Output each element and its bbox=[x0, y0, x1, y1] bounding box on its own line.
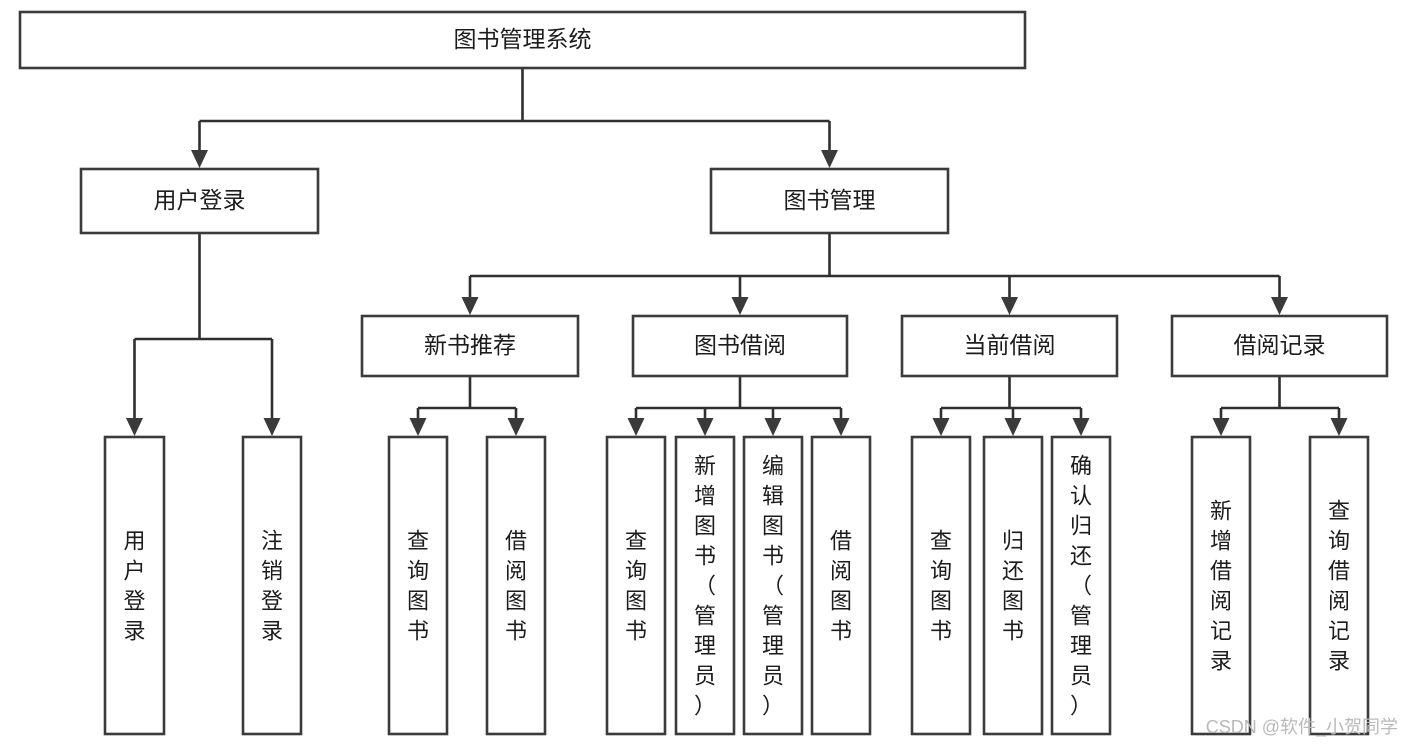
edge-group bbox=[932, 376, 1090, 436]
edge-group bbox=[627, 376, 850, 436]
node-leaf-logout[interactable]: 注销登录 bbox=[241, 435, 303, 736]
node-label: 注销登录 bbox=[261, 529, 283, 644]
node-root[interactable]: 图书管理系统 bbox=[18, 10, 1027, 70]
node-book-manage[interactable]: 图书管理 bbox=[709, 167, 950, 235]
node-leaf-query-book-2[interactable]: 查询图书 bbox=[605, 435, 667, 736]
node-leaf-query-book-3[interactable]: 查询图书 bbox=[910, 435, 972, 736]
node-label: 确认归还（管理员） bbox=[1070, 454, 1092, 719]
node-box bbox=[103, 435, 166, 736]
node-leaf-borrow-book-1[interactable]: 借阅图书 bbox=[485, 435, 547, 736]
node-label: 查询借阅记录 bbox=[1328, 499, 1350, 674]
node-label: 用户登录 bbox=[154, 187, 246, 213]
node-box bbox=[485, 435, 547, 736]
node-label: 查询图书 bbox=[930, 529, 952, 644]
node-label: 当前借阅 bbox=[964, 332, 1056, 358]
edge-group bbox=[461, 233, 1288, 315]
node-label: 用户登录 bbox=[123, 529, 145, 644]
node-box bbox=[674, 435, 736, 736]
node-user-login[interactable]: 用户登录 bbox=[79, 167, 320, 235]
node-current-borrow[interactable]: 当前借阅 bbox=[900, 314, 1119, 378]
node-box bbox=[742, 435, 804, 736]
edges-layer bbox=[126, 68, 1348, 436]
node-label: 查询图书 bbox=[625, 529, 647, 644]
node-box bbox=[79, 167, 320, 235]
node-box bbox=[18, 10, 1027, 70]
node-label: 新增图书（管理员） bbox=[694, 454, 716, 719]
watermark-label: CSDN @软件_小贺同学 bbox=[1206, 717, 1398, 738]
edge-group bbox=[1212, 376, 1348, 436]
node-box bbox=[910, 435, 972, 736]
node-label: 新书推荐 bbox=[424, 332, 516, 358]
node-box bbox=[982, 435, 1044, 736]
edge-group bbox=[191, 68, 838, 168]
node-label: 借阅图书 bbox=[830, 529, 852, 644]
node-label: 图书管理 bbox=[784, 187, 876, 213]
nodes-layer: 图书管理系统用户登录图书管理新书推荐图书借阅当前借阅借阅记录用户登录注销登录查询… bbox=[18, 10, 1389, 736]
node-box bbox=[241, 435, 303, 736]
node-leaf-confirm-return[interactable]: 确认归还（管理员） bbox=[1050, 435, 1112, 736]
node-leaf-borrow-book-2[interactable]: 借阅图书 bbox=[810, 435, 872, 736]
node-box bbox=[900, 314, 1119, 378]
node-box bbox=[810, 435, 872, 736]
node-leaf-add-book[interactable]: 新增图书（管理员） bbox=[674, 435, 736, 736]
node-leaf-add-record[interactable]: 新增借阅记录 bbox=[1190, 435, 1252, 736]
edge-group bbox=[126, 233, 281, 436]
node-box bbox=[1050, 435, 1112, 736]
node-leaf-query-record[interactable]: 查询借阅记录 bbox=[1308, 435, 1370, 736]
node-box bbox=[709, 167, 950, 235]
node-label: 查询图书 bbox=[407, 529, 429, 644]
node-label: 编辑图书（管理员） bbox=[762, 454, 784, 719]
node-box bbox=[1190, 435, 1252, 736]
node-box bbox=[1308, 435, 1370, 736]
node-label: 新增借阅记录 bbox=[1210, 499, 1232, 674]
node-leaf-return-book[interactable]: 归还图书 bbox=[982, 435, 1044, 736]
node-box bbox=[360, 314, 580, 378]
edge-group bbox=[409, 376, 525, 436]
node-borrow-record[interactable]: 借阅记录 bbox=[1170, 314, 1389, 378]
node-label: 图书管理系统 bbox=[454, 26, 592, 52]
node-box bbox=[387, 435, 449, 736]
node-leaf-user-login[interactable]: 用户登录 bbox=[103, 435, 166, 736]
node-label: 归还图书 bbox=[1002, 529, 1024, 644]
node-label: 图书借阅 bbox=[694, 332, 786, 358]
node-leaf-query-book-1[interactable]: 查询图书 bbox=[387, 435, 449, 736]
node-label: 借阅图书 bbox=[505, 529, 527, 644]
node-book-borrow[interactable]: 图书借阅 bbox=[631, 314, 849, 378]
node-box bbox=[631, 314, 849, 378]
node-new-book-rec[interactable]: 新书推荐 bbox=[360, 314, 580, 378]
node-leaf-edit-book[interactable]: 编辑图书（管理员） bbox=[742, 435, 804, 736]
node-label: 借阅记录 bbox=[1234, 332, 1326, 358]
node-box bbox=[605, 435, 667, 736]
node-box bbox=[1170, 314, 1389, 378]
